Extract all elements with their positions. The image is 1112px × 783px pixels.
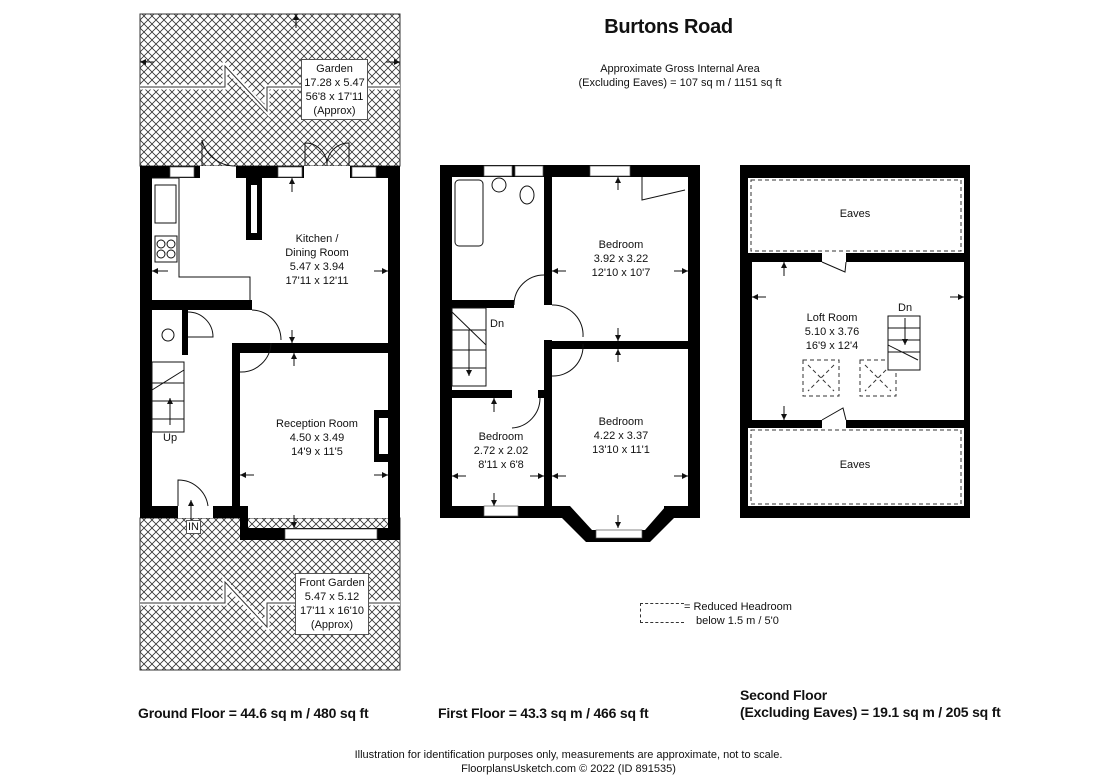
second-floor-plan: [740, 165, 970, 518]
front-garden-metric: 5.47 x 5.12: [304, 591, 360, 603]
second-floor-summary-line1: Second Floor: [740, 687, 828, 703]
second-floor-summary-line2: (Excluding Eaves) = 19.1 sq m / 205 sq f…: [740, 704, 1001, 720]
garden-name: Garden: [316, 63, 353, 75]
bedroom-3-imperial: 13'10 x 11'1: [592, 444, 650, 456]
legend-line2: below 1.5 m / 5'0: [696, 615, 779, 627]
ground-floor-summary: Ground Floor = 44.6 sq m / 480 sq ft: [138, 705, 369, 721]
second-stairs-dn-label: Dn: [898, 302, 913, 314]
garden-metric: 17.28 x 5.47: [304, 77, 365, 89]
dining-room-name: Dining Room: [285, 247, 349, 259]
bedroom-2-label: Bedroom 2.72 x 2.02 8'11 x 6'8: [456, 430, 546, 472]
eaves-top-label: Eaves: [839, 208, 871, 220]
bedroom-3-name: Bedroom: [598, 416, 644, 428]
kitchen-name: Kitchen /: [295, 233, 339, 245]
kitchen-imperial: 17'11 x 12'11: [285, 275, 349, 287]
gross-internal-area: Approximate Gross Internal Area (Excludi…: [560, 62, 800, 90]
kitchen-metric: 5.47 x 3.94: [289, 261, 345, 273]
bedroom-1-name: Bedroom: [598, 239, 644, 251]
gia-line1: Approximate Gross Internal Area: [600, 63, 760, 75]
entrance-label: IN: [186, 520, 201, 534]
disclaimer-text: Illustration for identification purposes…: [354, 749, 783, 761]
first-floor-summary: First Floor = 43.3 sq m / 466 sq ft: [438, 705, 649, 721]
ground-floor-plan: [139, 13, 401, 671]
front-garden-note: (Approx): [310, 619, 354, 631]
disclaimer-footer: Illustration for identification purposes…: [0, 748, 1112, 776]
front-garden-label: Front Garden 5.47 x 5.12 17'11 x 16'10 (…: [295, 573, 369, 635]
legend-line1: = Reduced Headroom: [684, 601, 792, 613]
garden-note: (Approx): [313, 105, 356, 117]
reception-metric: 4.50 x 3.49: [289, 432, 345, 444]
page-title: Burtons Road: [604, 16, 733, 38]
reception-room-label: Reception Room 4.50 x 3.49 14'9 x 11'5: [262, 417, 372, 459]
reception-name: Reception Room: [276, 418, 358, 430]
garden-imperial: 56'8 x 17'11: [305, 91, 364, 103]
reduced-headroom-legend: = Reduced Headroom below 1.5 m / 5'0: [684, 600, 792, 628]
reduced-headroom-legend-swatch: [640, 603, 684, 623]
first-floor-plan: [440, 165, 700, 542]
front-garden-imperial: 17'11 x 16'10: [300, 605, 364, 617]
garden-label: Garden 17.28 x 5.47 56'8 x 17'11 (Approx…: [301, 59, 368, 120]
loft-room-imperial: 16'9 x 12'4: [805, 340, 859, 352]
bedroom-1-imperial: 12'10 x 10'7: [591, 267, 651, 279]
bedroom-1-label: Bedroom 3.92 x 3.22 12'10 x 10'7: [566, 238, 676, 280]
bedroom-2-name: Bedroom: [478, 431, 524, 443]
second-floor-summary: Second Floor (Excluding Eaves) = 19.1 sq…: [740, 687, 1001, 721]
bedroom-3-label: Bedroom 4.22 x 3.37 13'10 x 11'1: [566, 415, 676, 457]
copyright-text: FloorplansUsketch.com © 2022 (ID 891535): [461, 763, 676, 775]
gia-line2: (Excluding Eaves) = 107 sq m / 1151 sq f…: [578, 77, 782, 89]
loft-room-name: Loft Room: [806, 312, 858, 324]
bedroom-3-metric: 4.22 x 3.37: [593, 430, 649, 442]
bedroom-2-metric: 2.72 x 2.02: [473, 445, 529, 457]
loft-room-label: Loft Room 5.10 x 3.76 16'9 x 12'4: [777, 311, 887, 353]
stairs-up-label: Up: [163, 432, 178, 444]
bedroom-1-metric: 3.92 x 3.22: [593, 253, 649, 265]
first-stairs-dn-label: Dn: [490, 318, 505, 330]
kitchen-dining-label: Kitchen / Dining Room 5.47 x 3.94 17'11 …: [262, 232, 372, 288]
front-garden-name: Front Garden: [299, 577, 365, 589]
reception-imperial: 14'9 x 11'5: [291, 446, 343, 458]
loft-room-metric: 5.10 x 3.76: [804, 326, 860, 338]
eaves-bottom-label: Eaves: [839, 459, 871, 471]
bedroom-2-imperial: 8'11 x 6'8: [478, 459, 524, 471]
